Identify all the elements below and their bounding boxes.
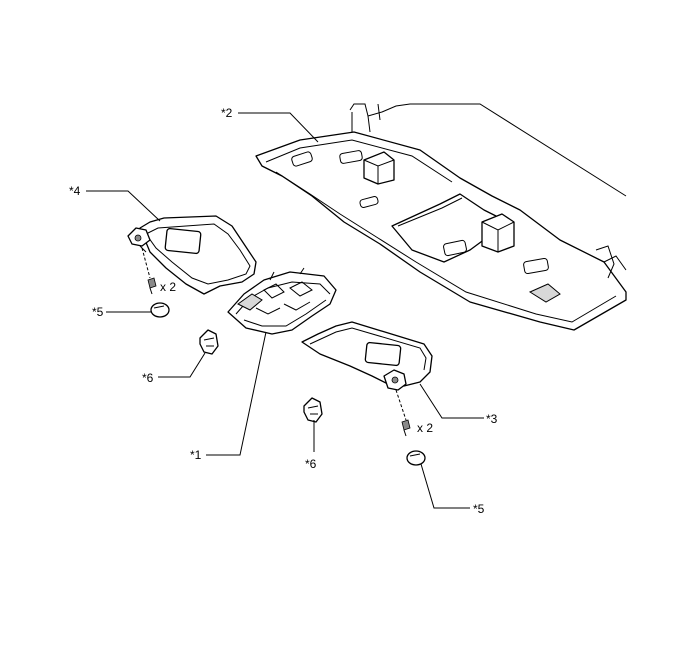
leader-p6-left bbox=[158, 352, 206, 378]
label-qty-right: x 2 bbox=[417, 421, 433, 435]
screw-axis-left bbox=[141, 247, 151, 279]
label-p5-right: *5 bbox=[473, 502, 485, 516]
clip-left bbox=[199, 329, 219, 355]
screw-cover-right bbox=[406, 450, 426, 466]
screw-right bbox=[401, 419, 411, 437]
screw-left bbox=[147, 277, 157, 295]
leader-p4 bbox=[86, 190, 161, 222]
label-p5-left: *5 bbox=[92, 305, 104, 319]
map-light-assembly bbox=[227, 267, 337, 335]
leader-p5-right bbox=[420, 463, 470, 509]
sun-visor-right bbox=[301, 321, 433, 391]
label-p4: *4 bbox=[69, 184, 81, 198]
roof-headliner bbox=[255, 103, 627, 331]
sun-visor-left bbox=[127, 215, 257, 295]
screw-cover-left bbox=[150, 302, 170, 318]
clip-center bbox=[303, 397, 323, 423]
label-p6-center: *6 bbox=[305, 457, 317, 471]
label-p1: *1 bbox=[190, 448, 202, 462]
label-p2: *2 bbox=[221, 106, 233, 120]
label-p3: *3 bbox=[486, 412, 498, 426]
screw-axis-right bbox=[395, 389, 407, 421]
label-p6-left: *6 bbox=[142, 371, 154, 385]
leader-p1 bbox=[206, 331, 267, 456]
leader-p3 bbox=[419, 383, 484, 419]
label-qty-left: x 2 bbox=[160, 280, 176, 294]
leader-p2 bbox=[238, 112, 319, 143]
